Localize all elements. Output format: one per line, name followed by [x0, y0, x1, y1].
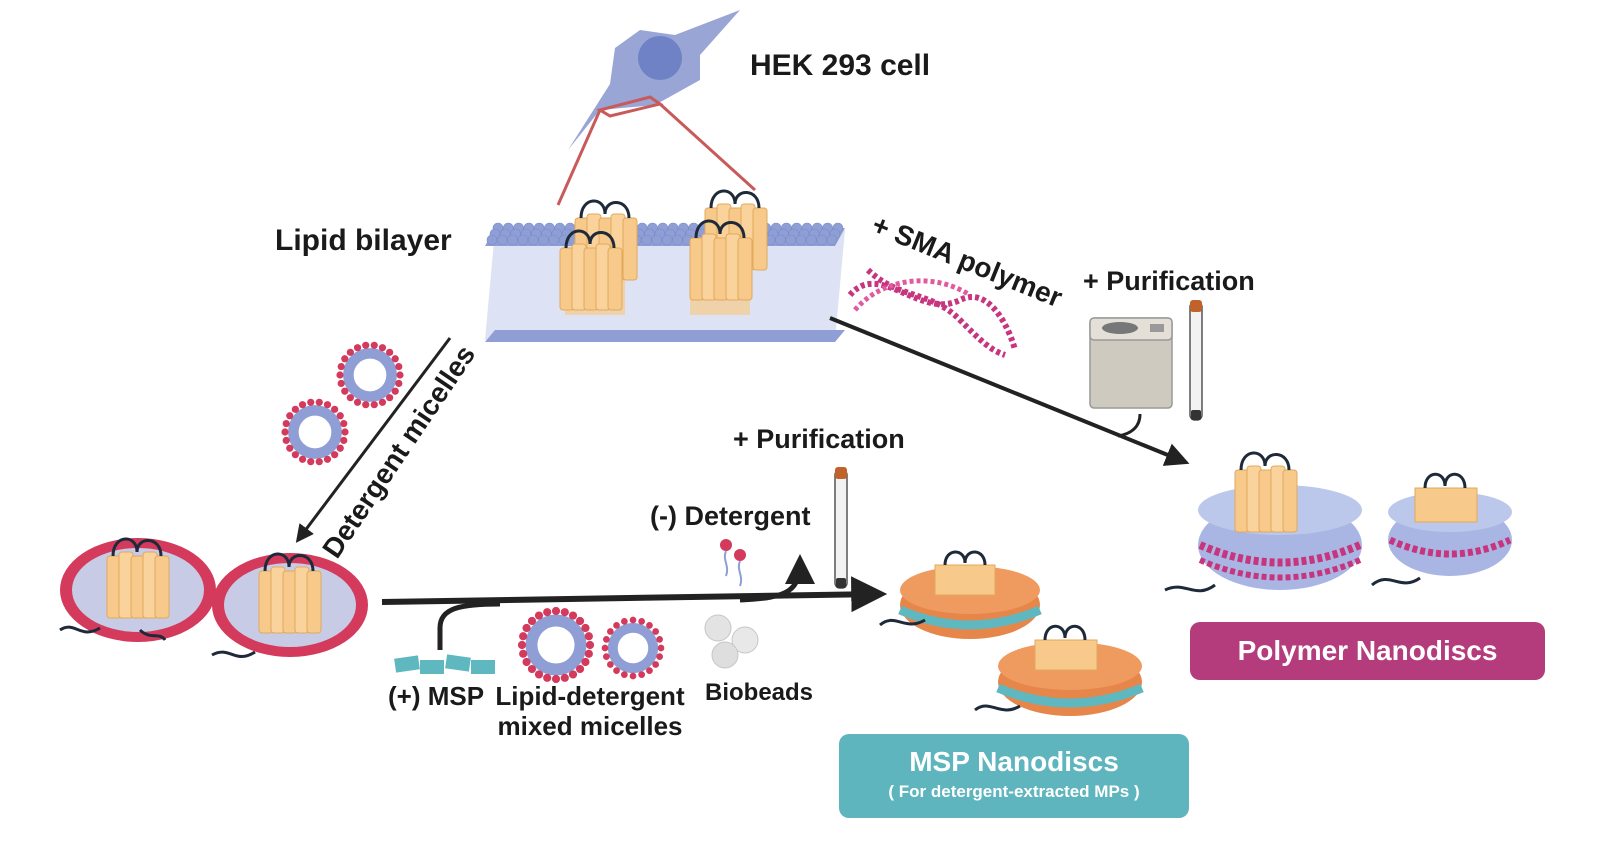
- purification-mid-label: + Purification: [733, 424, 905, 454]
- mixed-micelles-label-2: mixed micelles: [498, 711, 683, 741]
- polymer-nanodiscs-box: Polymer Nanodiscs: [1190, 622, 1545, 680]
- arrow-to-msp-nanodiscs: [381, 576, 888, 613]
- hek-cell-label: HEK 293 cell: [750, 49, 930, 82]
- plus-msp-label: (+) MSP: [388, 681, 484, 711]
- msp-nanodiscs-note: ( For detergent-extracted MPs ): [888, 782, 1140, 801]
- sma-polymer-label: + SMA polymer: [868, 209, 1067, 313]
- centrifuge-icon: [1089, 317, 1173, 409]
- nanodisc-icon: [1164, 451, 1512, 593]
- arrow-to-detergent-solubilized: [295, 337, 452, 543]
- cell-icon: [556, 10, 757, 206]
- bilayer-icon: [485, 189, 845, 342]
- detergent-molecule-icon: [720, 539, 746, 587]
- mixed-micelles-label-1: Lipid-detergent: [495, 681, 685, 711]
- micelle-icon: [517, 606, 595, 684]
- msp-nanodiscs-box: MSP Nanodiscs ( For detergent-extracted …: [839, 734, 1189, 818]
- column-icon: [1189, 300, 1203, 421]
- micelle-icon: [336, 341, 404, 409]
- sma-polymer-icon: [847, 267, 1018, 358]
- msp-icon: [394, 654, 495, 674]
- nanodisc-icon: [879, 550, 1144, 716]
- protein-icon: [59, 537, 216, 642]
- biobeads-icon: [704, 614, 759, 669]
- micelle-icon: [281, 398, 349, 466]
- biobeads-label: Biobeads: [705, 679, 813, 706]
- arrow-to-polymer-nanodiscs: [829, 316, 1190, 466]
- purification-top-label: + Purification: [1083, 266, 1255, 296]
- msp-nanodiscs-title: MSP Nanodiscs: [909, 746, 1119, 777]
- lipid-bilayer-label: Lipid bilayer: [275, 224, 452, 257]
- column-icon: [834, 467, 848, 589]
- protein-icon: [211, 552, 368, 658]
- micelle-icon: [601, 616, 665, 680]
- minus-detergent-label: (-) Detergent: [650, 501, 811, 531]
